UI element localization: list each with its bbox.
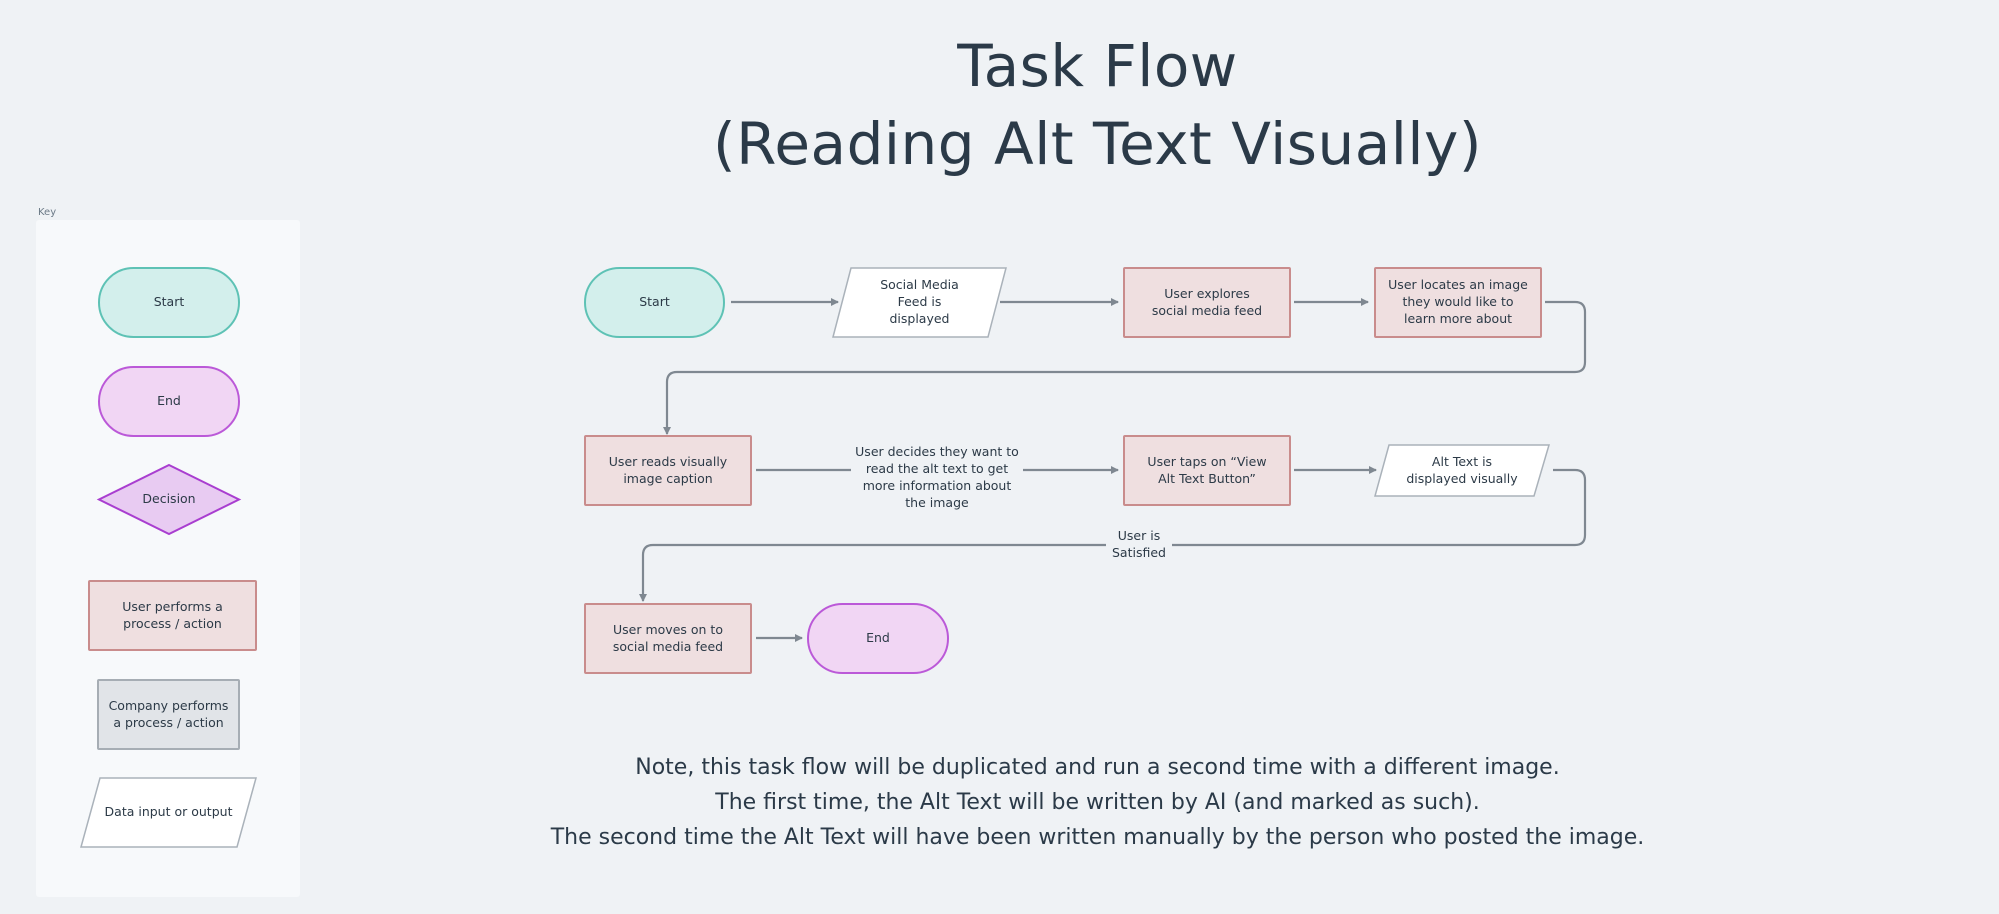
edge-label-decides: User decides they want to read the alt t… — [851, 444, 1023, 512]
flow-locates-image: User locates an image they would like to… — [1374, 267, 1542, 338]
flow-end: End — [807, 603, 949, 674]
edge-alt-to-moveon — [639, 468, 1587, 602]
page-subtitle: (Reading Alt Text Visually) — [713, 110, 1482, 178]
flow-locates-image-label: User locates an image they would like to… — [1388, 277, 1528, 326]
flow-end-label: End — [866, 630, 890, 646]
key-company-process-shape: Company performs a process / action — [97, 679, 240, 750]
key-decision-label: Decision — [142, 491, 196, 507]
flow-start-label: Start — [639, 294, 670, 310]
flow-reads-caption-label: User reads visually image caption — [608, 453, 728, 486]
key-start-label: Start — [153, 294, 185, 310]
decision-diamond-icon — [96, 463, 242, 536]
parallelogram-icon — [80, 777, 257, 848]
parallelogram-icon — [832, 267, 1007, 338]
parallelogram-icon — [1374, 444, 1551, 497]
note-line-2: The first time, the Alt Text will be wri… — [715, 790, 1480, 815]
key-user-process-label: User performs a process / action — [122, 598, 223, 631]
flow-reads-caption: User reads visually image caption — [584, 435, 752, 506]
edge-locate-to-caption — [663, 300, 1587, 435]
flow-taps-button: User taps on “View Alt Text Button” — [1123, 435, 1291, 506]
key-company-process-label: Company performs a process / action — [108, 697, 229, 730]
key-start-shape: Start — [98, 267, 240, 338]
page-title: Task Flow — [957, 32, 1238, 100]
flow-alt-displayed: Alt Text is displayed visually — [1374, 444, 1551, 497]
flow-taps-button-label: User taps on “View Alt Text Button” — [1147, 453, 1267, 486]
key-end-label: End — [157, 393, 181, 409]
key-data-io-label: Data input or output — [104, 804, 233, 820]
key-data-io-shape: Data input or output — [80, 777, 257, 848]
flow-moves-on-label: User moves on to social media feed — [612, 621, 724, 654]
flow-feed-displayed-label: Social Media Feed is displayed — [880, 277, 959, 326]
flow-explores-feed-label: User explores social media feed — [1151, 285, 1263, 318]
note-line-3: The second time the Alt Text will have b… — [550, 825, 1645, 850]
key-decision-shape: Decision — [96, 463, 242, 536]
key-user-process-shape: User performs a process / action — [88, 580, 257, 651]
key-label: Key — [38, 207, 57, 218]
flow-feed-displayed: Social Media Feed is displayed — [832, 267, 1007, 338]
note-line-1: Note, this task flow will be duplicated … — [635, 755, 1560, 780]
flow-explores-feed: User explores social media feed — [1123, 267, 1291, 338]
key-end-shape: End — [98, 366, 240, 437]
flow-start: Start — [584, 267, 725, 338]
edge-label-satisfied: User is Satisfied — [1106, 528, 1172, 562]
flow-alt-displayed-label: Alt Text is displayed visually — [1406, 453, 1518, 486]
flow-moves-on: User moves on to social media feed — [584, 603, 752, 674]
